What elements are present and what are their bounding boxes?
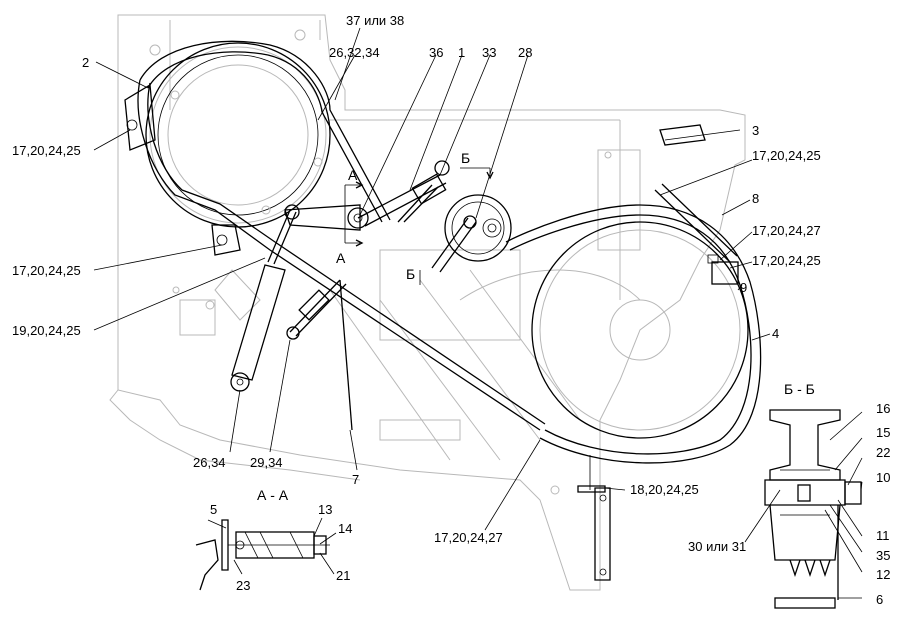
callout-11: 11 — [876, 528, 890, 543]
callout-5: 5 — [210, 502, 217, 517]
callout-17-20-24-27-right: 17,20,24,27 — [752, 223, 821, 238]
driven-pulley — [531, 221, 749, 439]
section-bb-title: Б - Б — [784, 381, 815, 397]
callout-23: 23 — [236, 578, 250, 593]
section-marks: А А Б Б А - А Б - Б — [257, 150, 815, 503]
callout-17-20-24-25-left-mid: 17,20,24,25 — [12, 263, 81, 278]
callout-36: 36 — [429, 45, 443, 60]
callout-1: 1 — [458, 45, 465, 60]
callout-2: 2 — [82, 55, 89, 70]
belt-upper — [137, 40, 546, 431]
section-cut-aa — [344, 181, 364, 247]
section-aa-view — [195, 519, 330, 591]
callout-35: 35 — [876, 548, 890, 563]
callout-15: 15 — [876, 425, 890, 440]
callout-30-or-31: 30 или 31 — [688, 539, 746, 554]
leader-lines — [93, 27, 863, 599]
spring-rod — [286, 279, 353, 431]
callout-17-20-24-25-left-top: 17,20,24,25 — [12, 143, 81, 158]
callout-14: 14 — [338, 521, 352, 536]
section-mark-b-bottom: Б — [406, 266, 415, 282]
hydraulic-cylinder — [230, 209, 297, 392]
callout-3: 3 — [752, 123, 759, 138]
left-brackets — [124, 83, 241, 256]
callout-29-34: 29,34 — [250, 455, 283, 470]
callout-7: 7 — [352, 472, 359, 487]
callout-8: 8 — [752, 191, 759, 206]
callout-22: 22 — [876, 445, 890, 460]
callout-37-or-38: 37 или 38 — [346, 13, 404, 28]
callout-9: 9 — [740, 280, 747, 295]
callout-21: 21 — [336, 568, 350, 583]
callout-13: 13 — [318, 502, 332, 517]
callout-17-20-24-25-right-top: 17,20,24,25 — [752, 148, 821, 163]
tensioner-linkage — [284, 160, 477, 273]
callout-19-20-24-25: 19,20,24,25 — [12, 323, 81, 338]
callout-16: 16 — [876, 401, 890, 416]
section-bb-view — [764, 409, 862, 609]
drive-pulley-large — [145, 42, 331, 228]
callout-6: 6 — [876, 592, 883, 607]
callout-10: 10 — [876, 470, 890, 485]
section-mark-b-top: Б — [461, 150, 470, 166]
section-aa-title: А - А — [257, 487, 289, 503]
callout-26-34: 26,34 — [193, 455, 226, 470]
lower-mount-plate — [577, 455, 611, 581]
callout-12: 12 — [876, 567, 890, 582]
machine-body-outline — [109, 14, 746, 591]
callout-26-32-34: 26,32,34 — [329, 45, 380, 60]
section-mark-a-top: А — [348, 167, 358, 183]
callout-17-20-24-25-right-mid: 17,20,24,25 — [752, 253, 821, 268]
right-tensioner — [654, 124, 739, 285]
tension-pulley — [444, 194, 512, 262]
callout-labels: 2 37 или 38 26,32,34 36 1 33 28 3 17,20,… — [12, 13, 890, 607]
callout-18-20-24-25: 18,20,24,25 — [630, 482, 699, 497]
belt-lower — [505, 204, 762, 464]
callout-17-20-24-27-bottom: 17,20,24,27 — [434, 530, 503, 545]
callout-4: 4 — [772, 326, 779, 341]
callout-33: 33 — [482, 45, 496, 60]
section-mark-a-bottom: А — [336, 250, 346, 266]
callout-28: 28 — [518, 45, 532, 60]
